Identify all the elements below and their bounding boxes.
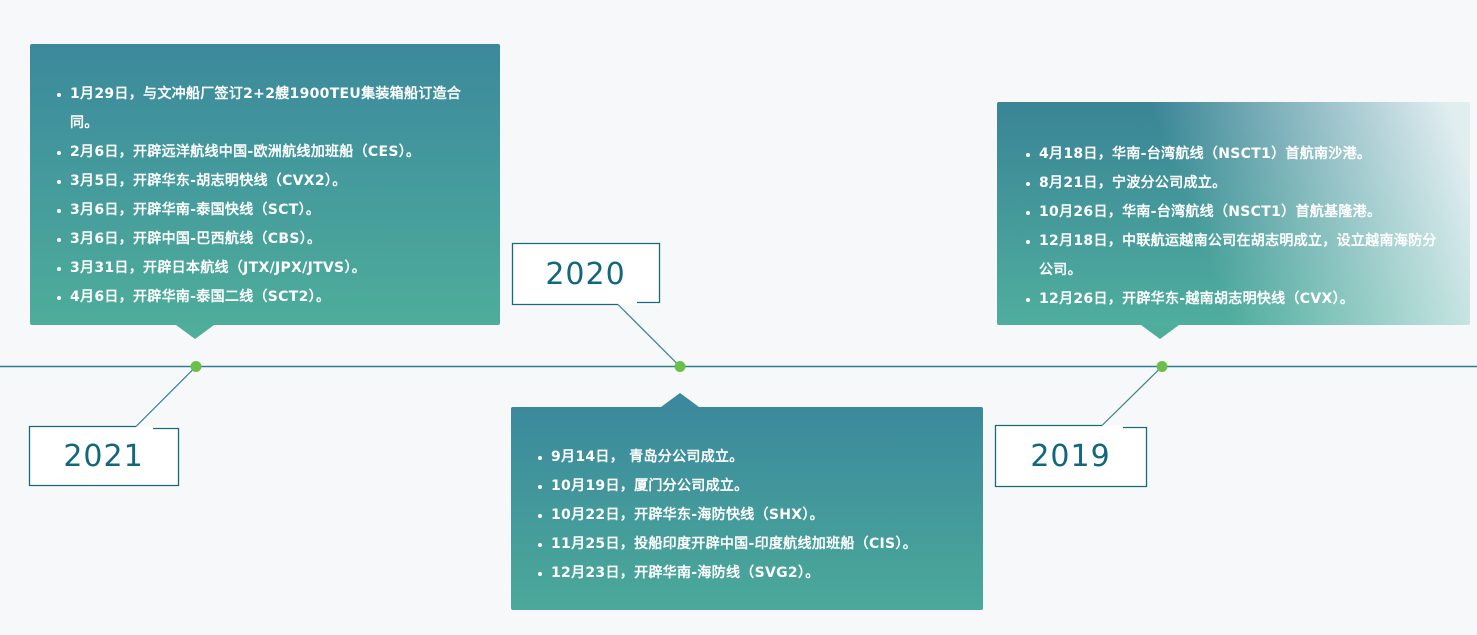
year-label-2021: 2021 bbox=[63, 438, 144, 474]
timeline-event: 12月18日，中联航运越南公司在胡志明成立，设立越南海防分公司。 bbox=[1025, 227, 1446, 285]
event-list-2020: 9月14日， 青岛分公司成立。 10月19日，厦门分公司成立。 10月22日，开… bbox=[537, 443, 955, 588]
events-card-2021: 1月29日，与文冲船厂签订2+2艘1900TEU集装箱船订造合同。 2月6日，开… bbox=[30, 44, 500, 339]
event-list-2019: 4月18日，华南-台湾航线（NSCT1）首航南沙港。 8月21日，宁波分公司成立… bbox=[1025, 140, 1446, 314]
timeline-event: 4月6日，开辟华南-泰国二线（SCT2）。 bbox=[56, 283, 472, 312]
timeline-dot-2019 bbox=[1156, 361, 1168, 372]
year-label-2020: 2020 bbox=[545, 256, 626, 292]
connector-2019 bbox=[1101, 366, 1163, 426]
event-list-2021: 1月29日，与文冲船厂签订2+2艘1900TEU集装箱船订造合同。 2月6日，开… bbox=[56, 80, 472, 312]
connector-2021 bbox=[135, 366, 197, 427]
timeline-event: 10月26日，华南-台湾航线（NSCT1）首航基隆港。 bbox=[1025, 198, 1446, 227]
timeline-event: 3月5日，开辟华东-胡志明快线（CVX2）。 bbox=[56, 167, 472, 196]
timeline-event: 12月26日，开辟华东-越南胡志明快线（CVX）。 bbox=[1025, 285, 1446, 314]
connector-2020 bbox=[617, 304, 681, 367]
timeline-event: 3月6日，开辟中国-巴西航线（CBS）。 bbox=[56, 225, 472, 254]
timeline-event: 10月19日，厦门分公司成立。 bbox=[537, 472, 955, 501]
events-card-2019: 4月18日，华南-台湾航线（NSCT1）首航南沙港。 8月21日，宁波分公司成立… bbox=[997, 102, 1470, 339]
timeline-event: 3月31日，开辟日本航线（JTX/JPX/JTVS）。 bbox=[56, 254, 472, 283]
timeline-event: 12月23日，开辟华南-海防线（SVG2）。 bbox=[537, 559, 955, 588]
timeline-dot-2020 bbox=[674, 361, 686, 372]
timeline-event: 2月6日，开辟远洋航线中国-欧洲航线加班船（CES）。 bbox=[56, 138, 472, 167]
timeline-event: 9月14日， 青岛分公司成立。 bbox=[537, 443, 955, 472]
year-label-2019: 2019 bbox=[1030, 438, 1111, 474]
timeline-event: 4月18日，华南-台湾航线（NSCT1）首航南沙港。 bbox=[1025, 140, 1446, 169]
timeline-event: 11月25日，投船印度开辟中国-印度航线加班船（CIS）。 bbox=[537, 530, 955, 559]
timeline-event: 8月21日，宁波分公司成立。 bbox=[1025, 169, 1446, 198]
timeline-event: 3月6日，开辟华南-泰国快线（SCT）。 bbox=[56, 196, 472, 225]
events-card-2020: 9月14日， 青岛分公司成立。 10月19日，厦门分公司成立。 10月22日，开… bbox=[511, 393, 983, 610]
timeline-event: 10月22日，开辟华东-海防快线（SHX）。 bbox=[537, 501, 955, 530]
timeline-event: 1月29日，与文冲船厂签订2+2艘1900TEU集装箱船订造合同。 bbox=[56, 80, 472, 138]
timeline-dot-2021 bbox=[190, 361, 202, 372]
